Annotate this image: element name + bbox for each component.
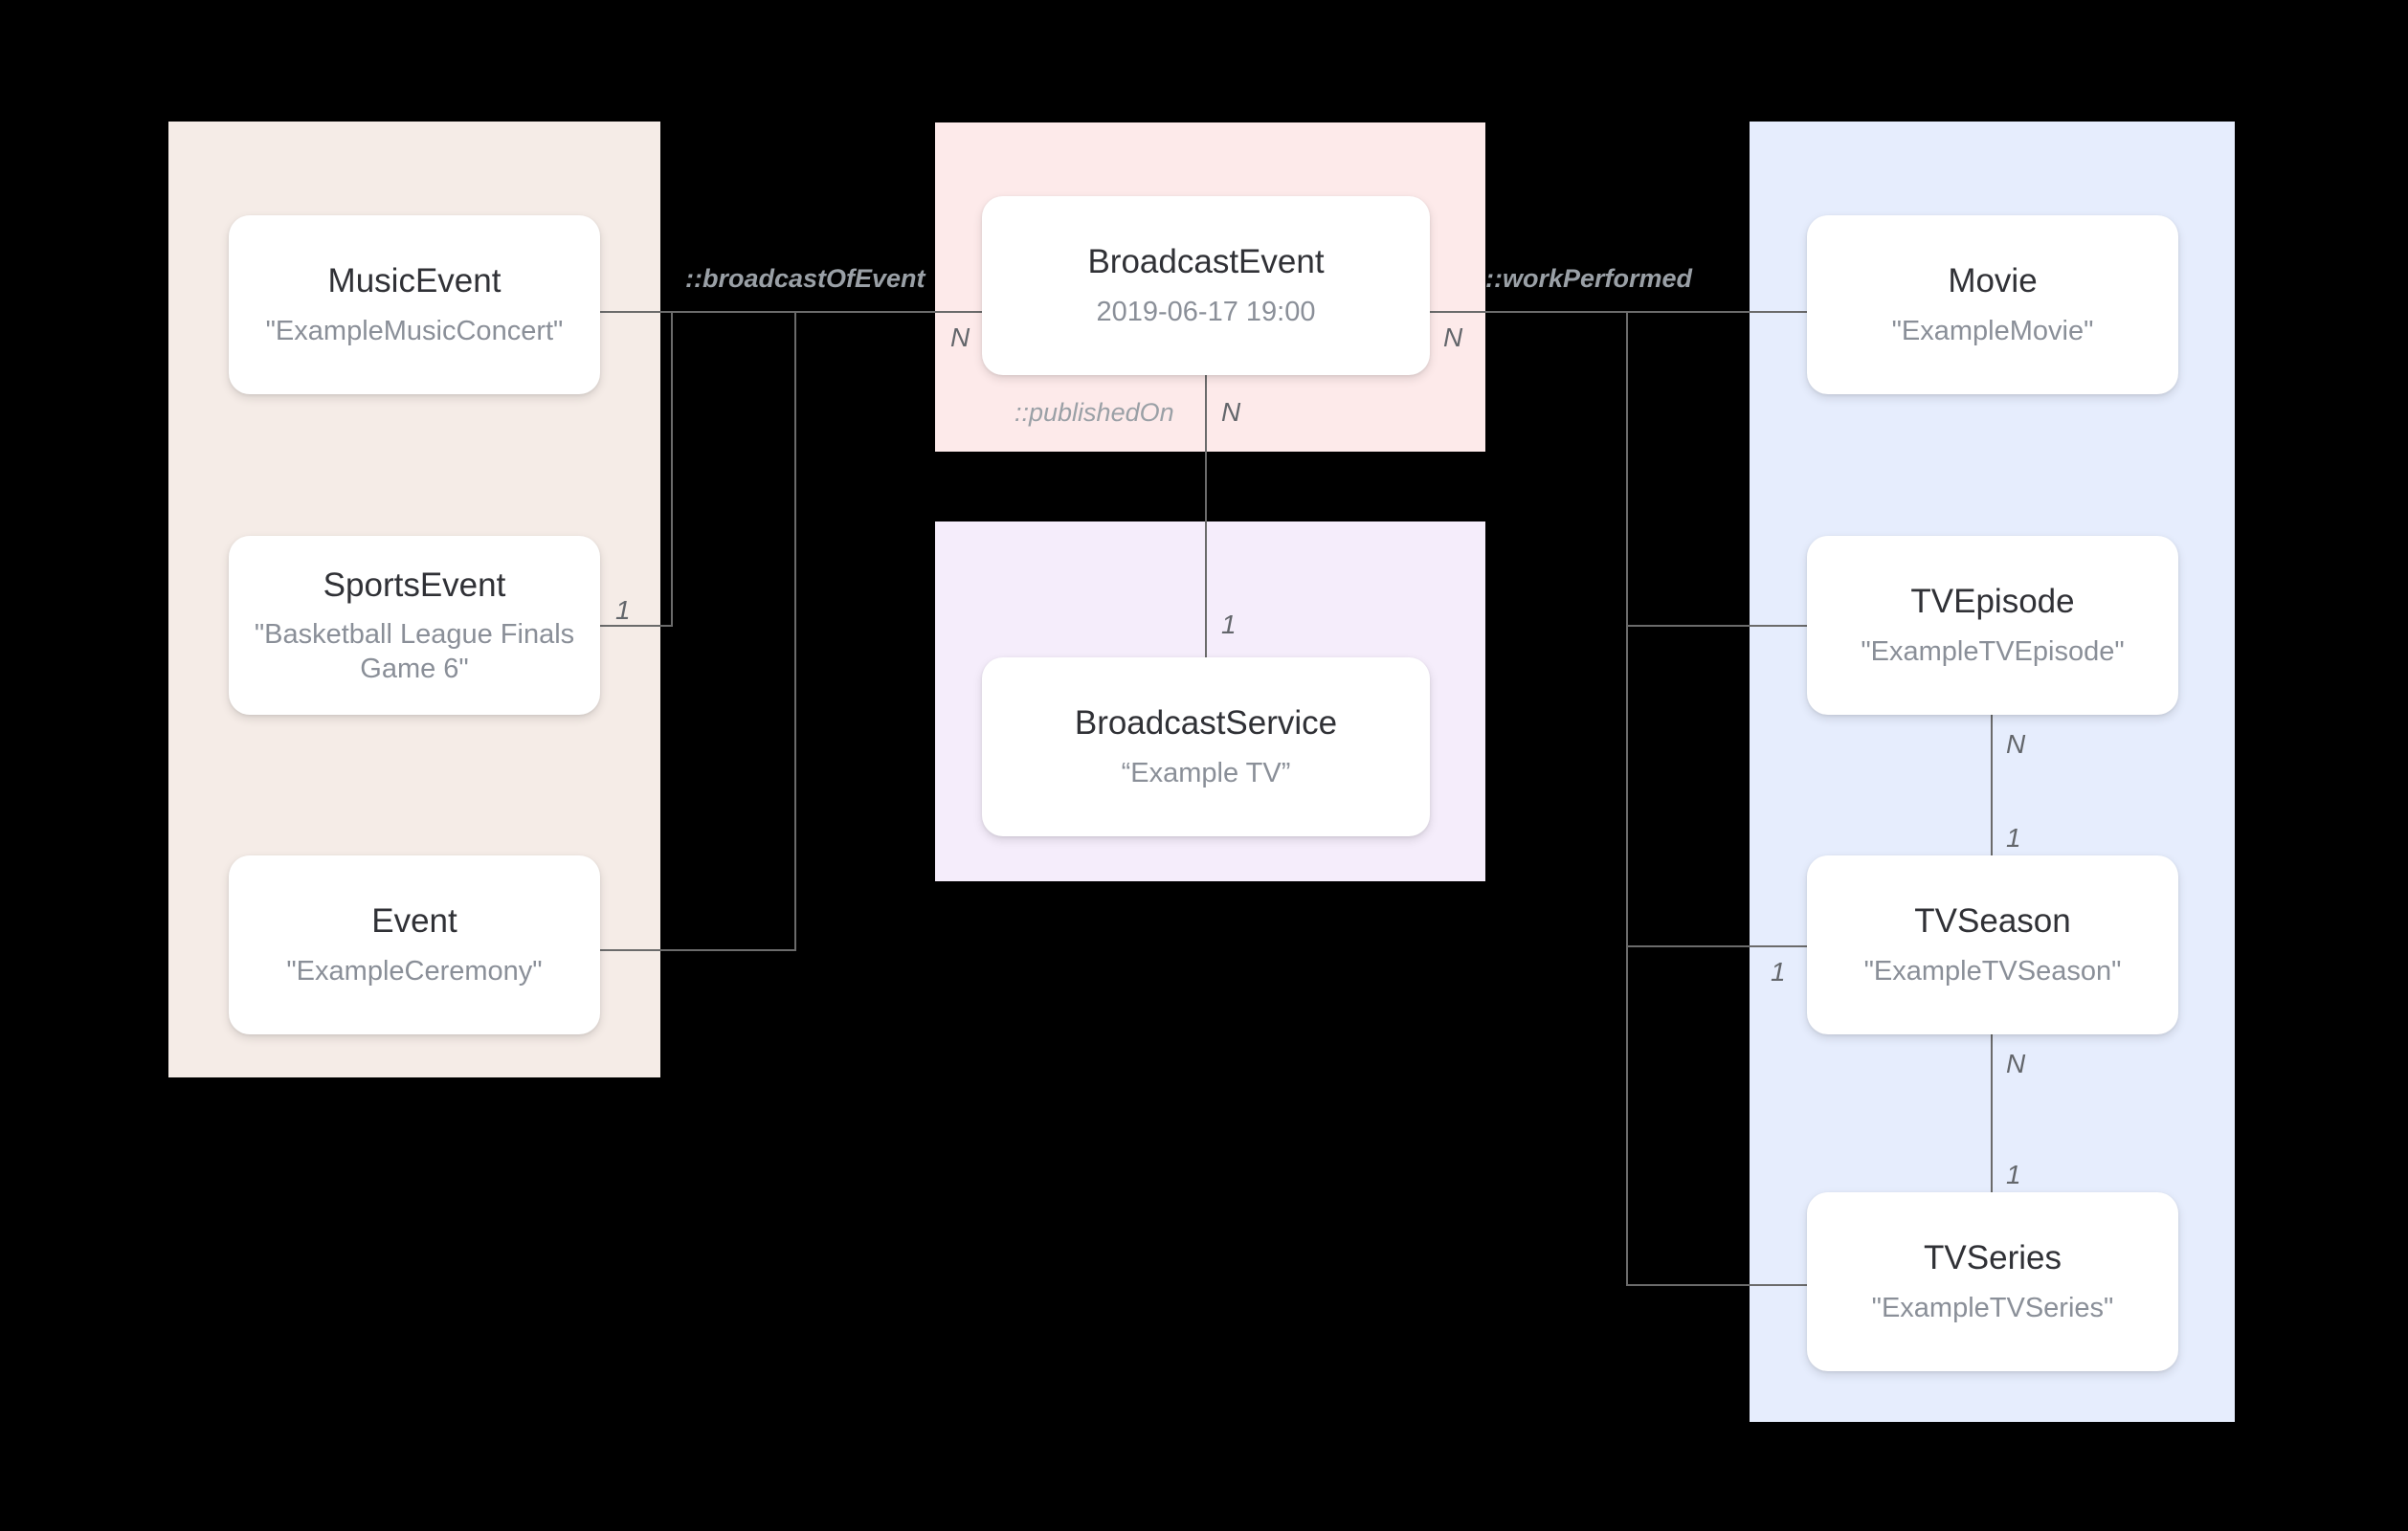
- node-music-event-title: MusicEvent: [327, 261, 502, 300]
- edge-right-trunk: [1626, 311, 1628, 1285]
- edge-published-on-vertical: [1205, 375, 1207, 657]
- edge-sports-event-horizontal: [600, 625, 673, 627]
- node-movie[interactable]: Movie "ExampleMovie": [1807, 215, 2178, 394]
- node-broadcast-service[interactable]: BroadcastService “Example TV”: [982, 657, 1430, 836]
- cardinality-broadcast-event-left: N: [950, 322, 970, 352]
- node-event-subtitle: "ExampleCeremony": [286, 955, 543, 987]
- node-broadcast-event-title: BroadcastEvent: [1087, 242, 1325, 280]
- cardinality-tv-season-left: 1: [1771, 957, 1786, 987]
- cardinality-broadcast-event-right: N: [1443, 322, 1463, 352]
- node-movie-title: Movie: [1948, 261, 2038, 300]
- node-tv-series-title: TVSeries: [1924, 1238, 2062, 1276]
- node-tv-season[interactable]: TVSeason "ExampleTVSeason": [1807, 855, 2178, 1034]
- edge-broadcast-event-left-rail: [671, 311, 983, 313]
- edge-tv-episode-to-season: [1991, 715, 1993, 855]
- edge-tv-episode-horizontal: [1626, 625, 1807, 627]
- cardinality-tv-series-top: 1: [2006, 1160, 2021, 1189]
- cardinality-tv-season-top: 1: [2006, 823, 2021, 853]
- node-music-event[interactable]: MusicEvent "ExampleMusicConcert": [229, 215, 600, 394]
- cardinality-sports-event: 1: [615, 595, 631, 625]
- relationship-label-broadcast-of-event: ::broadcastOfEvent: [685, 264, 925, 293]
- node-broadcast-service-subtitle: “Example TV”: [1121, 757, 1291, 788]
- edge-left-trunk-inner: [671, 311, 673, 626]
- node-tv-episode[interactable]: TVEpisode "ExampleTVEpisode": [1807, 536, 2178, 715]
- node-tv-season-subtitle: "ExampleTVSeason": [1863, 955, 2122, 987]
- edge-tv-season-to-series: [1991, 1034, 1993, 1192]
- relationship-label-work-performed: ::workPerformed: [1485, 264, 1693, 293]
- edge-work-performed-rail: [1430, 311, 1807, 313]
- node-tv-series[interactable]: TVSeries "ExampleTVSeries": [1807, 1192, 2178, 1371]
- node-music-event-subtitle: "ExampleMusicConcert": [265, 315, 564, 346]
- node-movie-subtitle: "ExampleMovie": [1891, 315, 2094, 346]
- node-broadcast-event-subtitle: 2019-06-17 19:00: [1096, 296, 1316, 327]
- node-sports-event[interactable]: SportsEvent "Basketball League Finals Ga…: [229, 536, 600, 715]
- edge-event-horizontal: [600, 949, 796, 951]
- node-tv-episode-subtitle: "ExampleTVEpisode": [1861, 635, 2125, 667]
- node-tv-series-subtitle: "ExampleTVSeries": [1871, 1292, 2114, 1323]
- node-broadcast-event[interactable]: BroadcastEvent 2019-06-17 19:00: [982, 196, 1430, 375]
- node-sports-event-subtitle: "Basketball League Finals Game 6": [254, 618, 575, 684]
- edge-left-trunk-outer: [794, 311, 796, 950]
- node-event[interactable]: Event "ExampleCeremony": [229, 855, 600, 1034]
- cardinality-broadcast-service: 1: [1221, 610, 1237, 639]
- edge-tv-season-horizontal: [1626, 945, 1807, 947]
- relationship-label-published-on: ::publishedOn: [1014, 398, 1174, 427]
- edge-tv-series-horizontal: [1626, 1284, 1807, 1286]
- cardinality-tv-season-n: N: [2006, 1049, 2026, 1078]
- node-tv-episode-title: TVEpisode: [1910, 582, 2075, 620]
- cardinality-broadcast-event-bottom: N: [1221, 397, 1241, 427]
- node-tv-season-title: TVSeason: [1914, 901, 2071, 940]
- node-event-title: Event: [371, 901, 457, 940]
- node-sports-event-title: SportsEvent: [323, 566, 506, 604]
- cardinality-tv-episode-n: N: [2006, 729, 2026, 759]
- node-broadcast-service-title: BroadcastService: [1074, 703, 1338, 742]
